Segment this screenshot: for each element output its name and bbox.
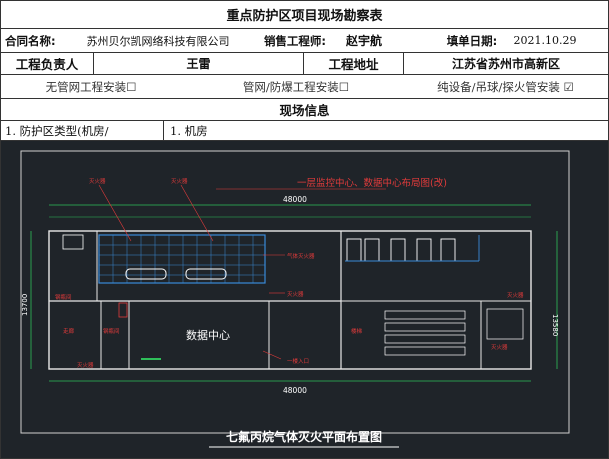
contract-value: 苏州贝尔凯网络科技有限公司 [86,34,230,48]
annotation-10: 一楼入口 [287,357,309,365]
owner-value: 王雷 [93,53,303,74]
annotation-7: 钢瓶间 [103,327,120,335]
date-label: 填单日期: [446,33,498,48]
drawing-title: 七氟丙烷气体灭火平面布置图 [226,429,382,444]
cabinet-rows [384,308,524,356]
annotation-11: 走廊 [63,327,75,335]
owner-row: 工程负责人 王雷 工程地址 江苏省苏州市高新区 [1,53,608,75]
section-title: 现场信息 [279,103,330,118]
annotation-9: 灭火器 [77,362,94,369]
install-options-row: 无管网工程安装☐ 管网/防爆工程安装☐ 纯设备/吊球/探火管安装 ☑ [1,75,608,99]
drawing-frame [20,150,570,434]
option-pipe-explosion[interactable]: 管网/防爆工程安装☐ [242,79,350,94]
date-value: 2021.10.29 [513,34,577,47]
monitor-grid [99,235,265,283]
dim-left-text: 13700 [21,294,29,316]
leader-lines [98,184,285,360]
annotation-2: 灭火器 [171,178,188,185]
annotation-6: 灭火器 [507,292,524,299]
building-outline [48,230,532,370]
annotations: 灭火器 灭火器 气体灭火器 灭火器 钢瓶间 灭火器 钢瓶间 灭火器 灭火器 一楼… [55,178,524,369]
form-title: 重点防护区项目现场勘察表 [226,9,383,24]
annotation-8: 灭火器 [491,344,508,351]
zone-type-label: 1. 防护区类型(机房/ [5,123,109,138]
floor-plan-svg: 一层监控中心、数据中心布局图(改) 48000 48000 13700 1358… [20,150,570,448]
dim-top-text: 48000 [283,195,307,204]
site-label: 工程地址 [303,53,403,74]
pipe-lines [345,235,480,262]
annotation-3: 气体灭火器 [287,252,315,260]
equipment-racks [346,238,456,262]
dim-bottom-text: 48000 [283,386,307,395]
annotation-12: 楼梯 [351,327,363,335]
title-row: 重点防护区项目现场勘察表 [1,1,608,29]
annotation-5: 钢瓶间 [55,293,72,301]
annotation-1: 灭火器 [89,178,106,185]
option-equipment-only[interactable]: 纯设备/吊球/探火管安装 ☑ [437,79,574,94]
annotation-4: 灭火器 [287,291,304,298]
owner-label: 工程负责人 [15,57,79,72]
contract-row: 合同名称: 苏州贝尔凯网络科技有限公司 销售工程师: 赵宇航 填单日期: 202… [1,29,608,53]
site-value: 江苏省苏州市高新区 [403,53,608,74]
cad-drawing: 一层监控中心、数据中心布局图(改) 48000 48000 13700 1358… [1,141,608,458]
dim-right-text: 13580 [551,314,559,336]
zone-type-row: 1. 防护区类型(机房/ 1. 机房 [1,121,608,141]
sales-value: 赵宇航 [345,34,382,48]
monitor-area [98,234,266,284]
contract-label: 合同名称: [5,33,56,48]
section-row: 现场信息 [1,99,608,121]
zone-type-value: 1. 机房 [163,121,608,140]
sales-label: 销售工程师: [263,33,327,48]
drawing-subtitle: 一层监控中心、数据中心布局图(改) [297,177,447,189]
room-label: 数据中心 [186,328,230,342]
option-no-pipe[interactable]: 无管网工程安装☐ [45,79,137,94]
